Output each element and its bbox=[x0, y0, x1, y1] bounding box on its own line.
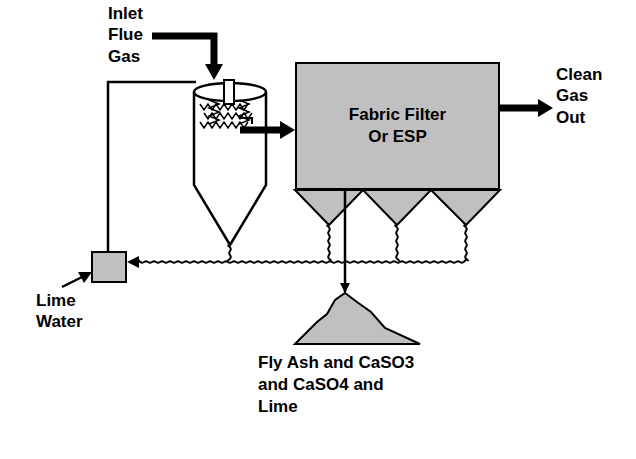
spray-pattern bbox=[200, 100, 252, 128]
lime-water-pointer bbox=[62, 277, 82, 287]
filter-box: Fabric Filter Or ESP bbox=[295, 62, 500, 190]
clean-gas-arrowhead bbox=[538, 99, 553, 117]
ash-pile: Fly Ash and CaSO3 and CaSO4 and Lime bbox=[255, 292, 435, 417]
lime-feed-line bbox=[108, 82, 196, 252]
filter-hoppers bbox=[295, 190, 500, 225]
ash-pile-shape bbox=[255, 292, 435, 348]
spray-dryer-vessel bbox=[194, 92, 266, 245]
inlet-label: Inlet Flue Gas bbox=[108, 3, 164, 67]
outlet-duct bbox=[240, 127, 282, 134]
inlet-arrowhead bbox=[205, 64, 223, 80]
inlet-duct bbox=[152, 36, 214, 66]
mixing-tank bbox=[92, 252, 126, 282]
equipment-name: Fabric Filter Or ESP bbox=[343, 104, 453, 148]
outlet-label: Clean Gas Out bbox=[556, 64, 616, 128]
outlet-bracket bbox=[240, 118, 252, 124]
ash-conveyor bbox=[138, 225, 469, 263]
clean-gas-duct bbox=[500, 105, 540, 112]
discharge-arrow bbox=[344, 190, 347, 292]
outlet-arrowhead bbox=[280, 121, 295, 139]
spray-nozzle bbox=[224, 80, 234, 104]
lime-water-arrowhead bbox=[78, 272, 92, 283]
product-name: Fly Ash and CaSO3 and CaSO4 and Lime bbox=[258, 352, 416, 417]
lime-water-label: Lime Water bbox=[36, 290, 98, 333]
conveyor-arrowhead bbox=[127, 256, 139, 268]
